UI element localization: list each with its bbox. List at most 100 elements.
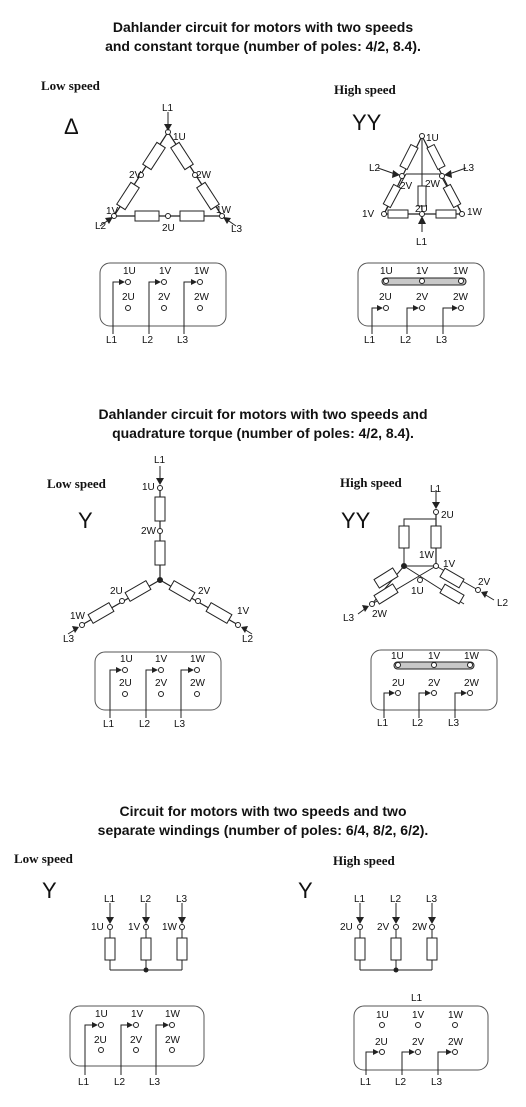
box1-2W-label: 2W xyxy=(194,292,210,303)
box5-2W-label: 2W xyxy=(165,1035,181,1046)
box1-2U-label: 2U xyxy=(122,292,135,303)
delta-1U-label: 1U xyxy=(173,132,186,143)
section1-high-speed-label: High speed xyxy=(334,82,396,97)
box1-1V-label: 1V xyxy=(159,266,172,277)
yy-1U-label: 1U xyxy=(426,133,439,144)
box5-L2-label: L2 xyxy=(114,1077,126,1088)
box3-2U-label: 2U xyxy=(119,678,132,689)
box6-L1-label: L1 xyxy=(360,1077,372,1088)
box1-L3-label: L3 xyxy=(177,335,189,346)
section2-high-speed-label: High speed xyxy=(340,475,402,490)
box5-L1-label: L1 xyxy=(78,1077,90,1088)
box3-L1-label: L1 xyxy=(103,719,115,730)
box4-2U-label: 2U xyxy=(392,678,405,689)
star-L1-label: L1 xyxy=(154,455,166,466)
box1-2V-label: 2V xyxy=(158,292,171,303)
terminal-box-windings-low xyxy=(69,1005,205,1075)
ystar-1U-label: 1U xyxy=(411,586,424,597)
section2-title-line1: Dahlander circuit for motors with two sp… xyxy=(98,406,428,422)
box1-1U-label: 1U xyxy=(123,266,136,277)
box4-1W-label: 1W xyxy=(464,651,480,662)
box3-2W-label: 2W xyxy=(190,678,206,689)
terminal-box-delta xyxy=(99,262,227,334)
terminal-box-star xyxy=(94,651,222,718)
box3-1V-label: 1V xyxy=(155,654,168,665)
box5-2U-label: 2U xyxy=(94,1035,107,1046)
box6-L2-label: L2 xyxy=(395,1077,407,1088)
yy-L3-label: L3 xyxy=(463,163,475,174)
separate-windings-high-diagram xyxy=(354,903,438,973)
sw-high-L1-label: L1 xyxy=(354,894,366,905)
section3-title-line1: Circuit for motors with two speeds and t… xyxy=(119,803,407,819)
ystar-1V-label: 1V xyxy=(443,559,456,570)
section3-high-y-symbol: Y xyxy=(298,878,313,903)
delta-1V-label: 1V xyxy=(106,206,119,217)
sw-high-L3-label: L3 xyxy=(426,894,438,905)
box6-L3-label: L3 xyxy=(431,1077,443,1088)
section2-star-symbol: Y xyxy=(78,508,93,533)
double-star-high-speed-diagram xyxy=(357,490,495,615)
star-low-speed-diagram xyxy=(67,466,253,635)
section3-low-speed-label: Low speed xyxy=(14,851,73,866)
box4-L3-label: L3 xyxy=(448,718,460,729)
star-1W-label: 1W xyxy=(70,611,86,622)
star-L3-label: L3 xyxy=(63,634,75,645)
section3-low-y-symbol: Y xyxy=(42,878,57,903)
delta-triangle xyxy=(99,112,237,227)
section1-title-line2: and constant torque (number of poles: 4/… xyxy=(105,38,421,54)
sw-low-1U-label: 1U xyxy=(91,922,104,933)
box6-2V-label: 2V xyxy=(412,1037,425,1048)
sw-high-2W-label: 2W xyxy=(412,922,428,933)
section3-high-speed-label: High speed xyxy=(333,853,395,868)
terminal-box-windings-high xyxy=(353,1005,489,1075)
sw-low-1W-label: 1W xyxy=(162,922,178,933)
box2-1U-label: 1U xyxy=(380,266,393,277)
section1-yy-symbol: YY xyxy=(352,110,382,135)
yy-1W-label: 1W xyxy=(467,207,483,218)
box3-2V-label: 2V xyxy=(155,678,168,689)
star-2U-label: 2U xyxy=(110,586,123,597)
star-2V-label: 2V xyxy=(198,586,211,597)
box6-2W-label: 2W xyxy=(448,1037,464,1048)
delta-1W-label: 1W xyxy=(216,205,232,216)
section3-title-line2: separate windings (number of poles: 6/4,… xyxy=(97,822,429,838)
delta-2W-label: 2W xyxy=(196,170,212,181)
section2-low-speed-label: Low speed xyxy=(47,476,106,491)
yy-2W-label: 2W xyxy=(425,179,441,190)
sw-high-2U-label: 2U xyxy=(340,922,353,933)
yy-L1-label: L1 xyxy=(416,237,428,248)
delta-2U-label: 2U xyxy=(162,223,175,234)
box6-top-L1-label: L1 xyxy=(411,993,423,1004)
yy-2V-label: 2V xyxy=(400,181,413,192)
box6-1V-label: 1V xyxy=(412,1010,425,1021)
sw-low-L1-label: L1 xyxy=(104,894,116,905)
box2-L1-label: L1 xyxy=(364,335,376,346)
ystar-L2-label: L2 xyxy=(497,598,509,609)
yy-2U-label: 2U xyxy=(415,204,428,215)
box3-1W-label: 1W xyxy=(190,654,206,665)
box6-2U-label: 2U xyxy=(375,1037,388,1048)
delta-L1-label: L1 xyxy=(162,103,174,114)
star-1V-label: 1V xyxy=(237,606,250,617)
section2-yy-symbol: YY xyxy=(341,508,371,533)
star-2W-label: 2W xyxy=(141,526,157,537)
box4-1U-label: 1U xyxy=(391,651,404,662)
box4-1V-label: 1V xyxy=(428,651,441,662)
section2-title-line2: quadrature torque (number of poles: 4/2,… xyxy=(112,425,414,441)
section1-delta-symbol: Δ xyxy=(64,114,79,139)
box4-L2-label: L2 xyxy=(412,718,424,729)
section1-title-line1: Dahlander circuit for motors with two sp… xyxy=(112,19,414,35)
sw-high-L2-label: L2 xyxy=(390,894,402,905)
star-L2-label: L2 xyxy=(242,634,254,645)
sw-low-L2-label: L2 xyxy=(140,894,152,905)
box2-2W-label: 2W xyxy=(453,292,469,303)
delta-2V-label: 2V xyxy=(129,170,142,181)
box2-1V-label: 1V xyxy=(416,266,429,277)
box2-2V-label: 2V xyxy=(416,292,429,303)
box1-1W-label: 1W xyxy=(194,266,210,277)
ystar-2W-label: 2W xyxy=(372,609,388,620)
box6-1W-label: 1W xyxy=(448,1010,464,1021)
box2-L3-label: L3 xyxy=(436,335,448,346)
box4-L1-label: L1 xyxy=(377,718,389,729)
